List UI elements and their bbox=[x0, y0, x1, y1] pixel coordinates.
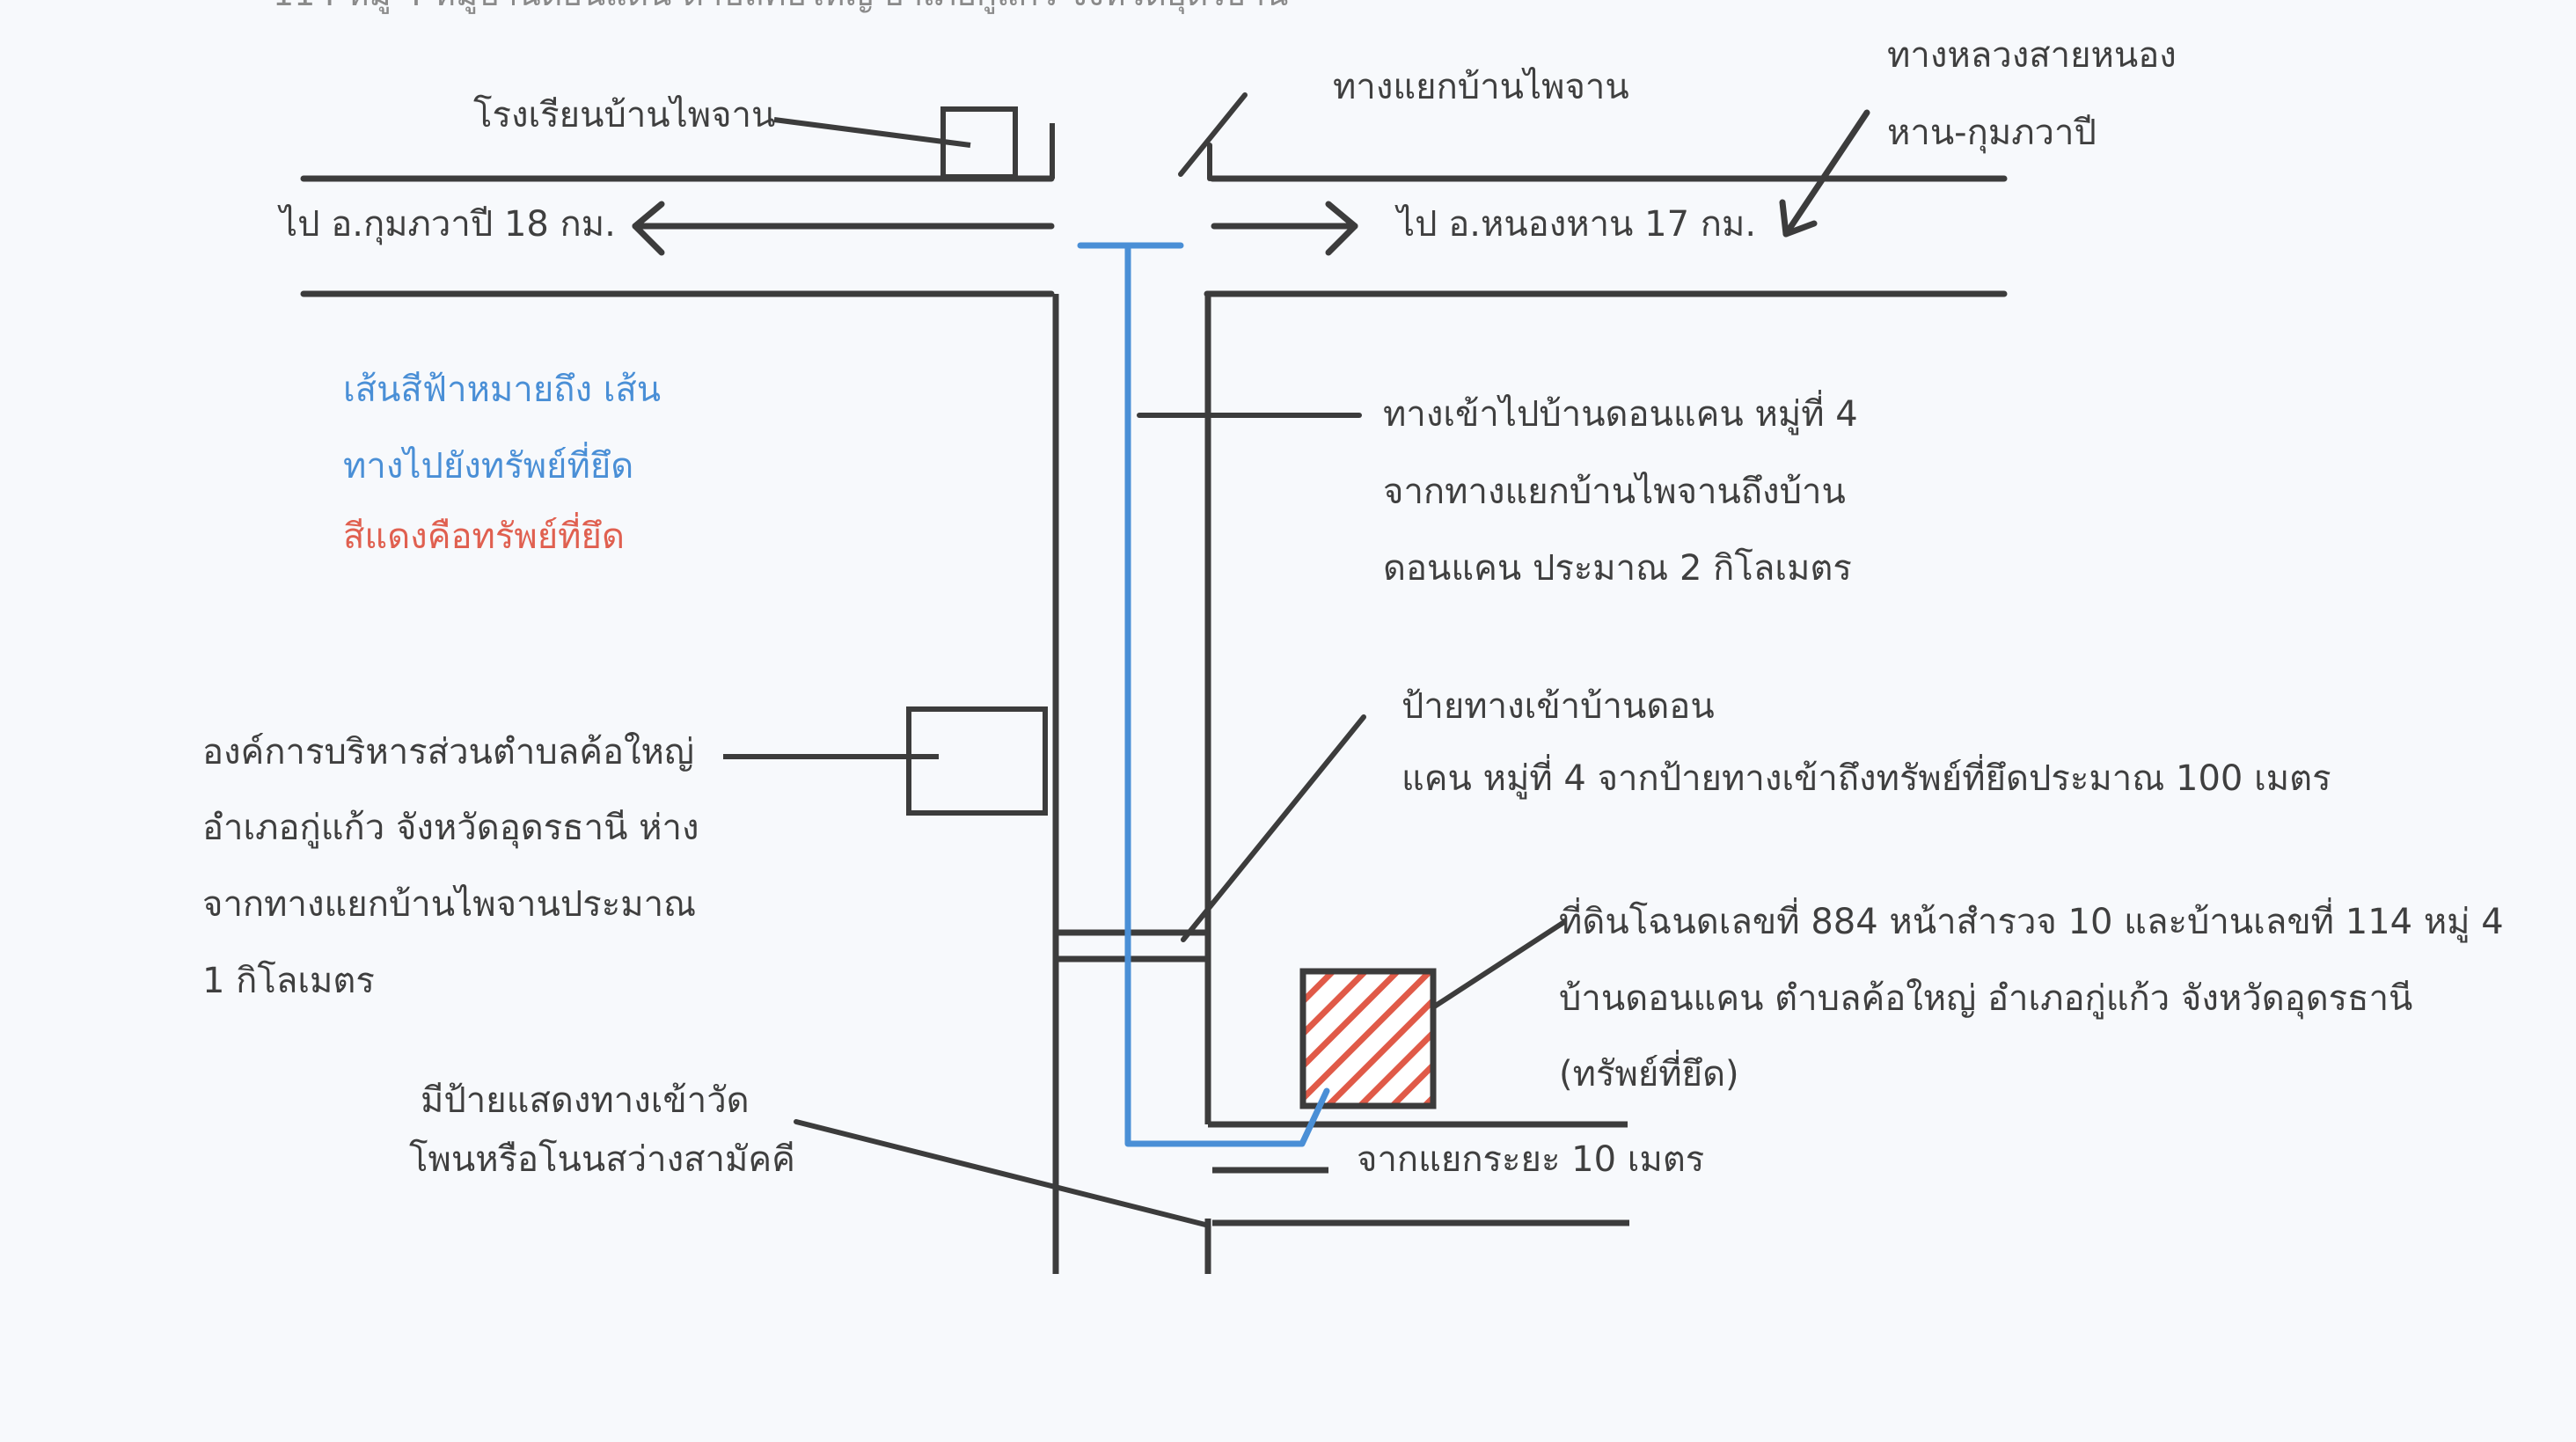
temple-sign-line1: มีป้ายแสดงทางเข้าวัด bbox=[421, 1080, 750, 1121]
route-path bbox=[1124, 242, 1330, 1147]
sao-label-line2: อำเภอกู่แก้ว จังหวัดอุดรธานี ห่าง bbox=[202, 808, 699, 848]
legend-red: สีแดงคือทรัพย์ที่ยึด bbox=[343, 516, 625, 557]
entry-road-label-line1: ทางเข้าไปบ้านดอนแคน หมู่ที่ 4 bbox=[1383, 394, 1858, 435]
property-label-line1: ที่ดินโฉนดเลขที่ 884 หน้าสำรวจ 10 และบ้า… bbox=[1559, 902, 2504, 942]
sao-label-line3: จากทางแยกบ้านไพจานประมาณ bbox=[202, 884, 697, 925]
title-fragment: 114 หมู่ 4 หมู่บ้านดอนแดน ตำบลค้อใหญ่ อำ… bbox=[273, 0, 1288, 14]
distance-label: จากแยกระยะ 10 เมตร bbox=[1357, 1139, 1705, 1180]
seized-property bbox=[1299, 968, 1437, 1109]
to-kumphawapi-label: ไป อ.กุมภวาปี 18 กม. bbox=[280, 204, 616, 245]
to-nonghan-label: ไป อ.หนองหาน 17 กม. bbox=[1397, 204, 1757, 245]
entry-sign-label-line2: แคน หมู่ที่ 4 จากป้ายทางเข้าถึงทรัพย์ที่… bbox=[1401, 758, 2331, 799]
junction-label: ทางแยกบ้านไพจาน bbox=[1333, 67, 1629, 107]
highway-name-line2: หาน-กุมภวาปี bbox=[1887, 113, 2097, 153]
school-label: โรงเรียนบ้านไพจาน bbox=[473, 95, 776, 135]
legend-blue-line2: ทางไปยังทรัพย์ที่ยึด bbox=[343, 446, 634, 487]
entry-sign-label-line1: ป้ายทางเข้าบ้านดอน bbox=[1401, 686, 1715, 727]
property-label-line2: บ้านดอนแคน ตำบลค้อใหญ่ อำเภอกู่แก้ว จังห… bbox=[1559, 978, 2413, 1019]
sao-label-line1: องค์การบริหารส่วนตำบลค้อใหญ่ bbox=[202, 732, 694, 772]
temple-sign-line2: โพนหรือโนนสว่างสามัคคี bbox=[409, 1139, 795, 1180]
highway-name-line1: ทางหลวงสายหนอง bbox=[1887, 35, 2177, 76]
entry-road-label-line2: จากทางแยกบ้านไพจานถึงบ้าน bbox=[1383, 472, 1846, 512]
property-label-line3: (ทรัพย์ที่ยึด) bbox=[1559, 1054, 1739, 1094]
sao-office-building bbox=[906, 706, 1048, 816]
entry-road-label-line3: ดอนแคน ประมาณ 2 กิโลเมตร bbox=[1383, 548, 1852, 589]
sao-label-line4: 1 กิโลเมตร bbox=[202, 961, 375, 1001]
legend-blue-line1: เส้นสีฟ้าหมายถึง เส้น bbox=[343, 370, 662, 410]
